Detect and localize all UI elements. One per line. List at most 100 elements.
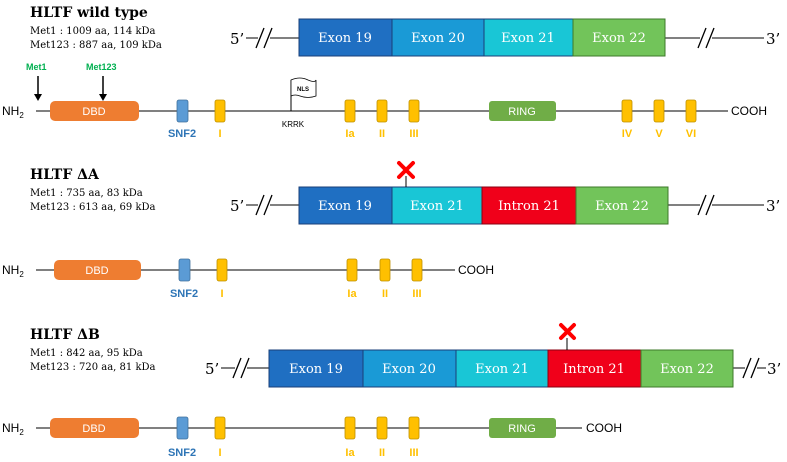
dB-motif-I-label: I	[218, 447, 221, 459]
dB-dbd-domain	[50, 418, 139, 438]
dB-motif-III-label: III	[409, 447, 418, 459]
dB-motif-Ia-label: Ia	[345, 447, 355, 459]
wt-motif-VI	[685, 99, 697, 123]
dA-exon21-label: Exon 21	[410, 199, 464, 214]
dA-exon19-label: Exon 19	[318, 199, 372, 214]
dA-motif-I	[216, 258, 228, 282]
dB-snf2-domain	[176, 416, 189, 440]
wt-motif-I	[214, 99, 226, 123]
dA-motif-Ia-label: Ia	[347, 288, 357, 300]
dA-five-prime: 5’	[230, 197, 244, 215]
dA-met123-info: Met123 : 613 aa, 69 kDa	[30, 202, 156, 213]
dB-intron21-label: Intron 21	[563, 362, 625, 377]
dB-exon19-box	[268, 349, 364, 388]
dA-motif-II-label: II	[382, 288, 388, 300]
dA-exon22-box	[575, 186, 669, 225]
dA-exon21-box	[391, 186, 483, 225]
wt-snf2-domain	[176, 99, 189, 123]
wt-motif-Ia-label: Ia	[345, 128, 355, 140]
nls-label: NLS	[297, 87, 309, 93]
dB-ring-label: RING	[508, 423, 536, 435]
dA-three-prime: 3’	[766, 197, 780, 215]
dA-intron21-label: Intron 21	[498, 199, 560, 214]
wt-title: HLTF wild type	[30, 5, 148, 21]
wt-cterm: COOH	[731, 104, 767, 118]
wt-motif-I-label: I	[218, 128, 221, 140]
wt-exon19-label: Exon 19	[318, 31, 372, 46]
dB-protein: NH2 DBD SNF2 I Ia II III RING COOH	[2, 416, 622, 459]
dB-exon21-box	[455, 349, 549, 388]
wt-met123-info: Met123 : 887 aa, 109 kDa	[30, 40, 162, 51]
dA-intron21-box	[481, 186, 577, 225]
dA-motif-I-label: I	[220, 288, 223, 300]
dB-exon21-label: Exon 21	[475, 362, 529, 377]
dA-met1-info: Met1 : 735 aa, 83 kDa	[30, 188, 143, 199]
dA-motif-III	[411, 258, 423, 282]
wt-dbd-label: DBD	[82, 106, 105, 118]
dB-exon20-box	[362, 349, 457, 388]
met1-label: Met1	[26, 62, 47, 72]
wt-ring-label: RING	[508, 106, 536, 118]
dB-ring-domain	[489, 418, 556, 438]
wt-motif-IV-label: IV	[622, 128, 633, 140]
dB-gene-structure: 5’ 3’ Exon 19 Exon 20 Exon 21 Intron 21 …	[205, 323, 781, 388]
dB-nterm: NH2	[2, 421, 24, 437]
wt-met1-info: Met1 : 1009 aa, 114 kDa	[30, 26, 156, 37]
met123-label: Met123	[86, 62, 117, 72]
wt-exon20-box	[391, 18, 485, 57]
dA-nterm: NH2	[2, 263, 24, 279]
dA-motif-II	[379, 258, 391, 282]
wt-exon19-box	[298, 18, 393, 57]
krrk-label: KRRK	[282, 120, 305, 129]
dB-met1-info: Met1 : 842 aa, 95 kDa	[30, 348, 143, 359]
dB-five-prime: 5’	[205, 360, 219, 378]
dA-gene-structure: 5’ 3’ Exon 19 Exon 21 Intron 21 Exon 22	[230, 161, 780, 225]
dA-exon22-label: Exon 22	[595, 199, 649, 214]
dB-motif-III	[408, 416, 420, 440]
dA-break-left	[255, 194, 273, 216]
dB-met123-info: Met123 : 720 aa, 81 kDa	[30, 362, 156, 373]
dA-dbd-label: DBD	[85, 265, 108, 277]
dB-dbd-label: DBD	[82, 423, 105, 435]
dA-title: HLTF ΔA	[30, 167, 100, 183]
wt-motif-VI-label: VI	[686, 128, 696, 140]
wt-dbd-domain	[50, 101, 139, 121]
wt-ring-domain	[489, 101, 556, 121]
dB-motif-II-label: II	[379, 447, 385, 459]
dB-stop-codon-icon	[559, 323, 576, 350]
nls-flag-icon	[290, 77, 317, 111]
dB-snf2-label: SNF2	[168, 447, 196, 459]
dB-exon22-box	[640, 349, 734, 388]
dB-cterm: COOH	[586, 421, 622, 435]
wt-motif-III-label: III	[409, 128, 418, 140]
dA-snf2-domain	[178, 258, 191, 282]
wt-motif-V-label: V	[655, 128, 663, 140]
wt-exon21-label: Exon 21	[501, 31, 555, 46]
dB-intron21-box	[547, 349, 642, 388]
dA-protein: NH2 DBD SNF2 I Ia II III COOH	[2, 258, 494, 300]
dB-break-right	[742, 357, 760, 379]
dA-snf2-label: SNF2	[170, 288, 198, 300]
wt-exon20-label: Exon 20	[411, 31, 465, 46]
wt-motif-V	[653, 99, 665, 123]
dB-title: HLTF ΔB	[30, 327, 100, 343]
dB-motif-II	[376, 416, 388, 440]
wt-exon22-label: Exon 22	[592, 31, 646, 46]
wt-three-prime: 3’	[766, 30, 780, 48]
dB-break-left	[232, 357, 250, 379]
dB-motif-Ia	[344, 416, 356, 440]
wt-protein: NH2 DBD SNF2 I NLS KRRK Ia II III RING I…	[2, 77, 767, 140]
wt-motif-III	[408, 99, 420, 123]
dA-break-right	[697, 194, 715, 216]
wt-break-right	[697, 27, 715, 49]
dB-three-prime: 3’	[767, 360, 781, 378]
dA-dbd-domain	[54, 260, 141, 280]
dB-motif-I	[214, 416, 226, 440]
wt-exon22-box	[572, 18, 666, 57]
dA-motif-Ia	[346, 258, 358, 282]
wt-exon21-box	[483, 18, 574, 57]
wt-motif-IV	[621, 99, 633, 123]
wt-motif-II-label: II	[379, 128, 385, 140]
wt-snf2-label: SNF2	[168, 128, 196, 140]
